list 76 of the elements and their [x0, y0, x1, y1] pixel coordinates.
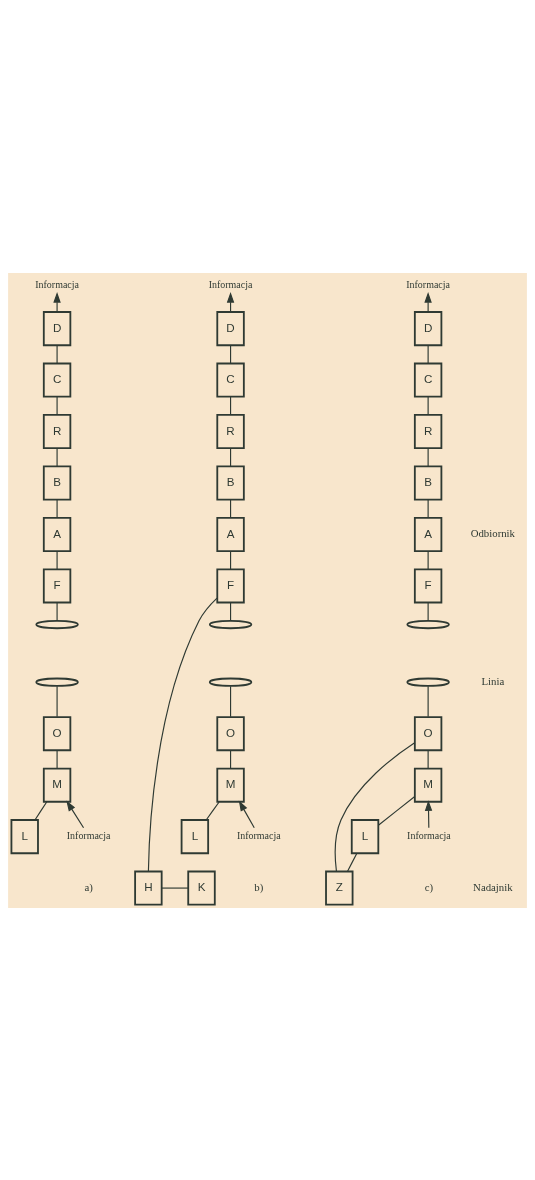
arrow	[66, 800, 85, 828]
arrow	[424, 291, 432, 312]
node-box: L	[350, 818, 380, 854]
node-box: R	[216, 413, 245, 449]
node-arc	[208, 619, 253, 629]
node-box: L	[180, 818, 210, 854]
label: Odbiornik	[470, 526, 516, 539]
node-box: M	[413, 767, 443, 803]
node-arc	[35, 619, 79, 629]
node-box: R	[413, 413, 443, 449]
node-box: O	[216, 715, 245, 751]
node-box: Z	[325, 870, 354, 906]
connector	[427, 685, 429, 717]
connector	[56, 447, 58, 467]
node-box: D	[42, 310, 72, 346]
connector	[34, 800, 48, 820]
node-text: Informacja	[407, 829, 451, 841]
node-text: Informacja	[236, 829, 281, 841]
connector	[56, 685, 58, 717]
node-box: R	[42, 413, 72, 449]
connector	[56, 344, 58, 364]
connector	[427, 498, 429, 518]
node-arc	[208, 677, 253, 687]
connector	[56, 395, 58, 415]
connector	[56, 550, 58, 570]
node-box: C	[413, 362, 443, 398]
connector	[161, 887, 189, 889]
node-box: A	[216, 516, 245, 552]
node-box: O	[42, 715, 72, 751]
node-text: Informacja	[35, 278, 79, 290]
node-arc	[35, 677, 79, 687]
connector	[56, 601, 58, 621]
connector	[427, 749, 429, 769]
node-text: Informacja	[406, 278, 450, 290]
node-box: F	[42, 567, 72, 603]
label: a)	[84, 880, 93, 893]
label: b)	[254, 880, 264, 893]
connector	[427, 447, 429, 467]
node-box: M	[216, 767, 245, 803]
label: Nadajnik	[473, 880, 513, 893]
node-box: D	[216, 310, 245, 346]
connector	[427, 344, 429, 364]
node-box: C	[216, 362, 245, 398]
connector	[334, 741, 416, 872]
connector	[427, 395, 429, 415]
node-box: O	[413, 715, 443, 751]
connector	[56, 749, 58, 769]
node-box: H	[134, 870, 163, 906]
node-box: B	[413, 465, 443, 501]
node-text: Informacja	[66, 829, 111, 841]
node-box: A	[413, 516, 443, 552]
node-arc	[406, 619, 450, 629]
node-box: F	[413, 567, 443, 603]
node-box: A	[42, 516, 72, 552]
connector	[377, 795, 416, 826]
connector	[427, 550, 429, 570]
connector	[56, 498, 58, 518]
node-text: Informacja	[208, 278, 253, 290]
connector	[205, 800, 220, 820]
node-box: K	[187, 870, 216, 906]
node-box: C	[42, 362, 72, 398]
node-box: L	[10, 818, 39, 854]
node-box: B	[216, 465, 245, 501]
node-box: D	[413, 310, 443, 346]
label: Linia	[481, 674, 505, 687]
node-arc	[406, 677, 450, 687]
connector	[230, 685, 232, 717]
node-box: B	[42, 465, 72, 501]
arrow	[238, 800, 255, 828]
node-box: M	[42, 767, 72, 803]
arrow	[53, 291, 61, 312]
node-box: F	[216, 567, 245, 603]
connector	[347, 852, 358, 872]
connector	[427, 601, 429, 621]
label: c)	[424, 880, 434, 893]
connector	[147, 597, 218, 872]
